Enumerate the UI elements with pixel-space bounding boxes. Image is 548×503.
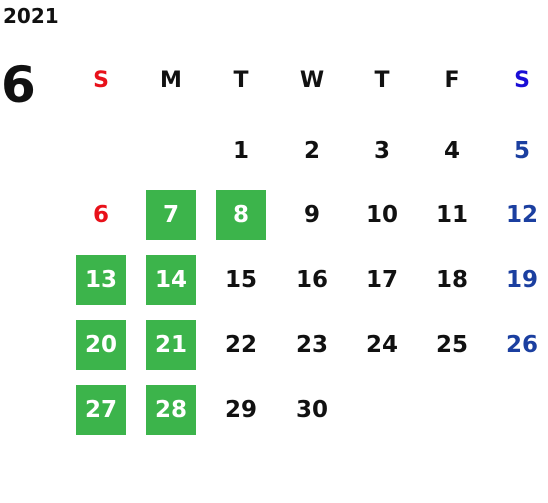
day-cell-26[interactable]: 26 — [505, 332, 538, 358]
day-cell-24[interactable]: 24 — [365, 332, 398, 358]
day-cell-19[interactable]: 19 — [505, 267, 538, 293]
day-cell-10[interactable]: 10 — [365, 202, 398, 228]
day-cell-15[interactable]: 15 — [224, 267, 257, 293]
day-cell-12[interactable]: 12 — [505, 202, 538, 228]
day-cell-7[interactable]: 7 — [146, 190, 196, 240]
day-cell-21[interactable]: 21 — [146, 320, 196, 370]
day-cell-11[interactable]: 11 — [435, 202, 468, 228]
day-cell-22[interactable]: 22 — [224, 332, 257, 358]
day-cell-4[interactable]: 4 — [443, 138, 460, 164]
weekday-header-tue: T — [233, 68, 249, 93]
day-cell-27[interactable]: 27 — [76, 385, 126, 435]
weekday-header-sun: S — [93, 68, 109, 93]
day-cell-29[interactable]: 29 — [224, 397, 257, 423]
day-cell-8[interactable]: 8 — [216, 190, 266, 240]
year-label: 2021 — [3, 4, 59, 28]
day-cell-6[interactable]: 6 — [92, 202, 109, 228]
day-cell-28[interactable]: 28 — [146, 385, 196, 435]
day-cell-20[interactable]: 20 — [76, 320, 126, 370]
day-cell-3[interactable]: 3 — [373, 138, 390, 164]
day-cell-25[interactable]: 25 — [435, 332, 468, 358]
weekday-header-mon: M — [160, 68, 182, 93]
weekday-header-sat: S — [514, 68, 530, 93]
weekday-header-fri: F — [444, 68, 460, 93]
day-cell-17[interactable]: 17 — [365, 267, 398, 293]
month-label: 6 — [1, 56, 36, 114]
day-cell-9[interactable]: 9 — [303, 202, 320, 228]
day-cell-13[interactable]: 13 — [76, 255, 126, 305]
day-cell-18[interactable]: 18 — [435, 267, 468, 293]
day-cell-16[interactable]: 16 — [295, 267, 328, 293]
weekday-header-thu: T — [374, 68, 390, 93]
day-cell-30[interactable]: 30 — [295, 397, 328, 423]
day-cell-2[interactable]: 2 — [303, 138, 320, 164]
day-cell-14[interactable]: 14 — [146, 255, 196, 305]
day-cell-1[interactable]: 1 — [232, 138, 249, 164]
day-cell-23[interactable]: 23 — [295, 332, 328, 358]
weekday-header-wed: W — [299, 68, 325, 93]
day-cell-5[interactable]: 5 — [513, 138, 530, 164]
